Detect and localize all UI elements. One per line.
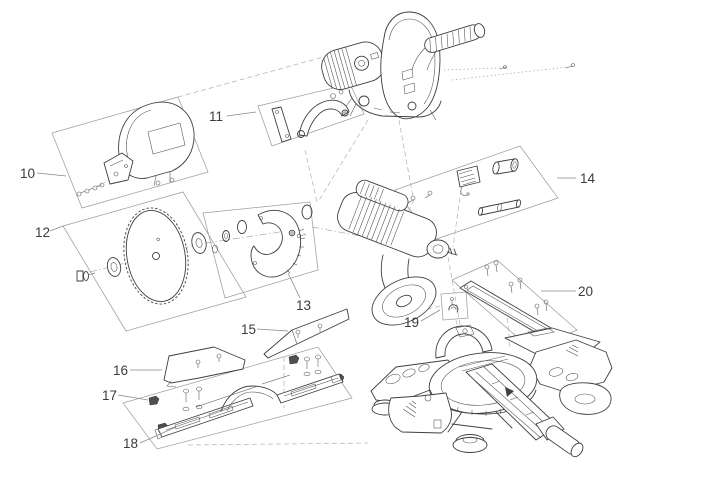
box-19	[440, 291, 469, 321]
lower-blade-guard	[212, 204, 313, 278]
saw-blade	[123, 207, 189, 305]
callout-12-number: 12	[35, 225, 50, 240]
callout-20: 20	[541, 284, 593, 299]
right-fence-plate	[263, 308, 350, 359]
box-13	[202, 201, 319, 299]
callout-12: 12	[35, 225, 64, 240]
callout-17-number: 17	[102, 388, 117, 403]
callout-11-number: 11	[209, 109, 223, 124]
motor-head-assembly	[337, 179, 458, 326]
upper-blade-guard	[76, 101, 195, 197]
carbon-brush-kit	[407, 158, 522, 216]
box-17-18	[122, 346, 353, 450]
base-assembly	[370, 324, 613, 458]
arm-clamp	[505, 387, 514, 397]
guard-screws	[76, 182, 105, 197]
callout-19: 19	[404, 309, 441, 330]
saw-blade-group	[76, 207, 207, 305]
guard-link-bracket	[271, 89, 350, 143]
box-20	[451, 259, 578, 351]
callout-14-number: 14	[580, 171, 596, 186]
callout-15: 15	[241, 322, 289, 337]
saw-head-assembly	[321, 11, 486, 121]
callout-19-number: 19	[404, 315, 419, 330]
callouts: 10 11 12 13 14 15 16 17	[20, 109, 596, 451]
callout-11: 11	[209, 109, 257, 124]
box-11	[257, 83, 365, 147]
fence-base-rail	[154, 373, 344, 440]
callout-16: 16	[113, 363, 162, 378]
callout-18: 18	[123, 426, 177, 451]
callout-20-number: 20	[578, 284, 593, 299]
left-fence-plate	[163, 346, 246, 388]
box-12	[62, 191, 247, 332]
miter-handle	[545, 425, 584, 458]
callout-14: 14	[557, 171, 596, 186]
rear-arch	[435, 325, 493, 359]
retaining-clip	[448, 297, 459, 313]
callout-13: 13	[287, 272, 311, 313]
callout-16-number: 16	[113, 363, 128, 378]
callout-17: 17	[102, 388, 149, 403]
callout-13-number: 13	[296, 298, 311, 313]
kerf-plate-screws	[484, 260, 549, 316]
callout-18-number: 18	[123, 436, 138, 451]
callout-15-number: 15	[241, 322, 256, 337]
drive-pulley	[371, 276, 437, 326]
callout-10-number: 10	[20, 166, 35, 181]
box-10	[51, 96, 209, 209]
callout-10: 10	[20, 166, 67, 181]
part-group-boxes	[51, 83, 578, 450]
